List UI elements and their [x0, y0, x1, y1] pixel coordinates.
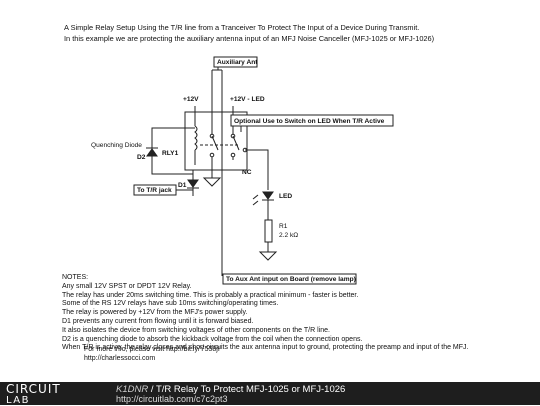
circuit-title[interactable]: T/R Relay To Protect MFJ-1025 or MFJ-102…: [155, 384, 346, 395]
logo-bottom: LAB: [6, 395, 31, 406]
label-plus12v-led: +12V - LED: [230, 96, 265, 103]
note-line: The relay is powered by +12V from the MF…: [62, 309, 248, 317]
note-line: The relay has under 20ms switching time.…: [62, 291, 359, 299]
logo-top: CIRCUIT: [6, 382, 61, 396]
header-line-1: A Simple Relay Setup Using the T/R line …: [64, 23, 420, 32]
schematic: Auxiliary Ant +12V +12V - LED Optional U…: [91, 56, 394, 285]
note-line: NOTES:: [62, 274, 89, 281]
note-line: D2 is a quenching diode to absorb the ki…: [62, 335, 363, 343]
title-separator: /: [148, 384, 156, 395]
relay-coil: [194, 125, 198, 151]
label-quenching-diode: Quenching Diode: [91, 142, 142, 149]
label-d1: D1: [178, 182, 187, 189]
label-to-aux-ant: To Aux Ant input on Board (remove lamp): [226, 276, 356, 283]
d2-diode: [146, 148, 158, 157]
relay-box: [184, 111, 248, 171]
led-diode: [262, 191, 274, 200]
footer-bar: CIRCUIT LAB K1DNR / T/R Relay To Protect…: [0, 382, 540, 406]
label-r1-value: 2.2 kΩ: [279, 232, 298, 239]
d1-diode: [187, 179, 199, 188]
label-nc: NC: [242, 169, 252, 176]
note-line: Some of the RS 12V relays have sub 10ms …: [62, 300, 279, 308]
label-plus12v: +12V: [183, 96, 199, 103]
note-line: D1 prevents any current from flowing unt…: [62, 317, 254, 325]
label-r1: R1: [279, 223, 288, 230]
label-led: LED: [279, 193, 292, 200]
label-optional-led: Optional Use to Switch on LED When T/R A…: [234, 118, 385, 125]
note-line: It also isolates the device from switchi…: [62, 326, 330, 334]
circuitlab-logo[interactable]: CIRCUIT LAB: [6, 382, 61, 406]
note-line: Any small 12V SPST or DPDT 12V Relay.: [62, 282, 192, 290]
label-d2: D2: [137, 154, 146, 161]
website-link[interactable]: http://charlessocci.com: [84, 355, 156, 362]
r1-resistor: [264, 219, 273, 243]
notes-block: NOTES: Any small 12V SPST or DPDT 12V Re…: [62, 274, 468, 353]
info-link[interactable]: For more info, please visit http://bit.l…: [84, 346, 220, 353]
author-link[interactable]: K1DNR: [116, 384, 149, 395]
label-rly1: RLY1: [162, 150, 179, 157]
label-aux-ant: Auxiliary Ant: [217, 59, 258, 66]
header-line-2: In this example we are protecting the au…: [64, 34, 435, 43]
links-block: For more info, please visit http://bit.l…: [84, 345, 220, 363]
note-line: When T/R is active, the relay closes and…: [62, 344, 469, 352]
header: A Simple Relay Setup Using the T/R line …: [64, 22, 434, 44]
footer-title: K1DNR / T/R Relay To Protect MFJ-1025 or…: [116, 384, 345, 395]
label-to-tr-jack: To T/R jack: [137, 187, 172, 194]
footer-url[interactable]: http://circuitlab.com/c7c2pt3: [116, 394, 228, 404]
